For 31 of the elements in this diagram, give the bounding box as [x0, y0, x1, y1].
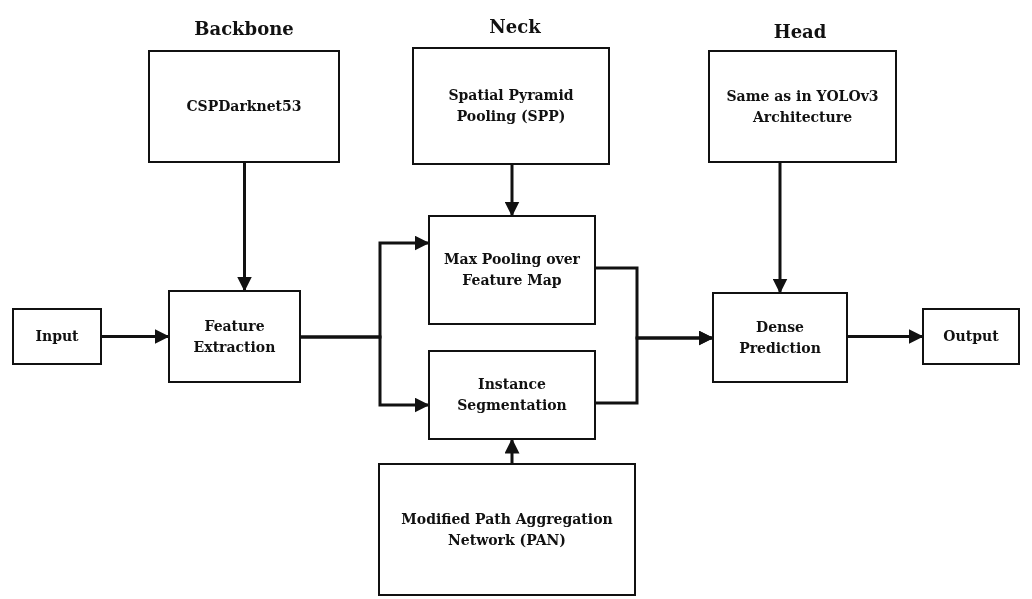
process-box	[148, 50, 340, 163]
process-box	[708, 50, 897, 163]
box-label: Spatial Pyramid Pooling (SPP)	[447, 86, 575, 126]
box-label: Input	[35, 327, 79, 346]
process-box	[428, 350, 596, 440]
column-heading: Head	[773, 21, 827, 42]
process-box	[428, 215, 596, 325]
process-box	[922, 308, 1020, 365]
arrow	[301, 335, 430, 413]
process-box	[168, 290, 301, 383]
box-label: Instance Segmentation	[456, 375, 568, 415]
process-box	[378, 463, 636, 596]
process-box	[712, 292, 848, 383]
arrow	[504, 165, 520, 217]
process-box	[412, 47, 610, 165]
box-label: Feature Extraction	[192, 316, 277, 357]
column-heading: Neck	[489, 16, 541, 37]
box-label: Same as in YOLOv3 Architecture	[725, 86, 880, 127]
arrow	[102, 329, 170, 344]
box-label: CSPDarknet53	[186, 97, 302, 116]
arrow	[596, 330, 714, 405]
box-label: Dense Prediction	[738, 317, 822, 358]
box-label: Modified Path Aggregation Network (PAN)	[400, 509, 614, 550]
arrow	[772, 163, 788, 294]
column-heading: Backbone	[194, 18, 294, 39]
arrow	[237, 163, 252, 292]
arrow	[848, 329, 924, 344]
box-label: Output	[943, 327, 999, 346]
arrow	[504, 438, 520, 463]
process-box	[12, 308, 102, 365]
box-label: Max Pooling over Feature Map	[443, 250, 581, 290]
